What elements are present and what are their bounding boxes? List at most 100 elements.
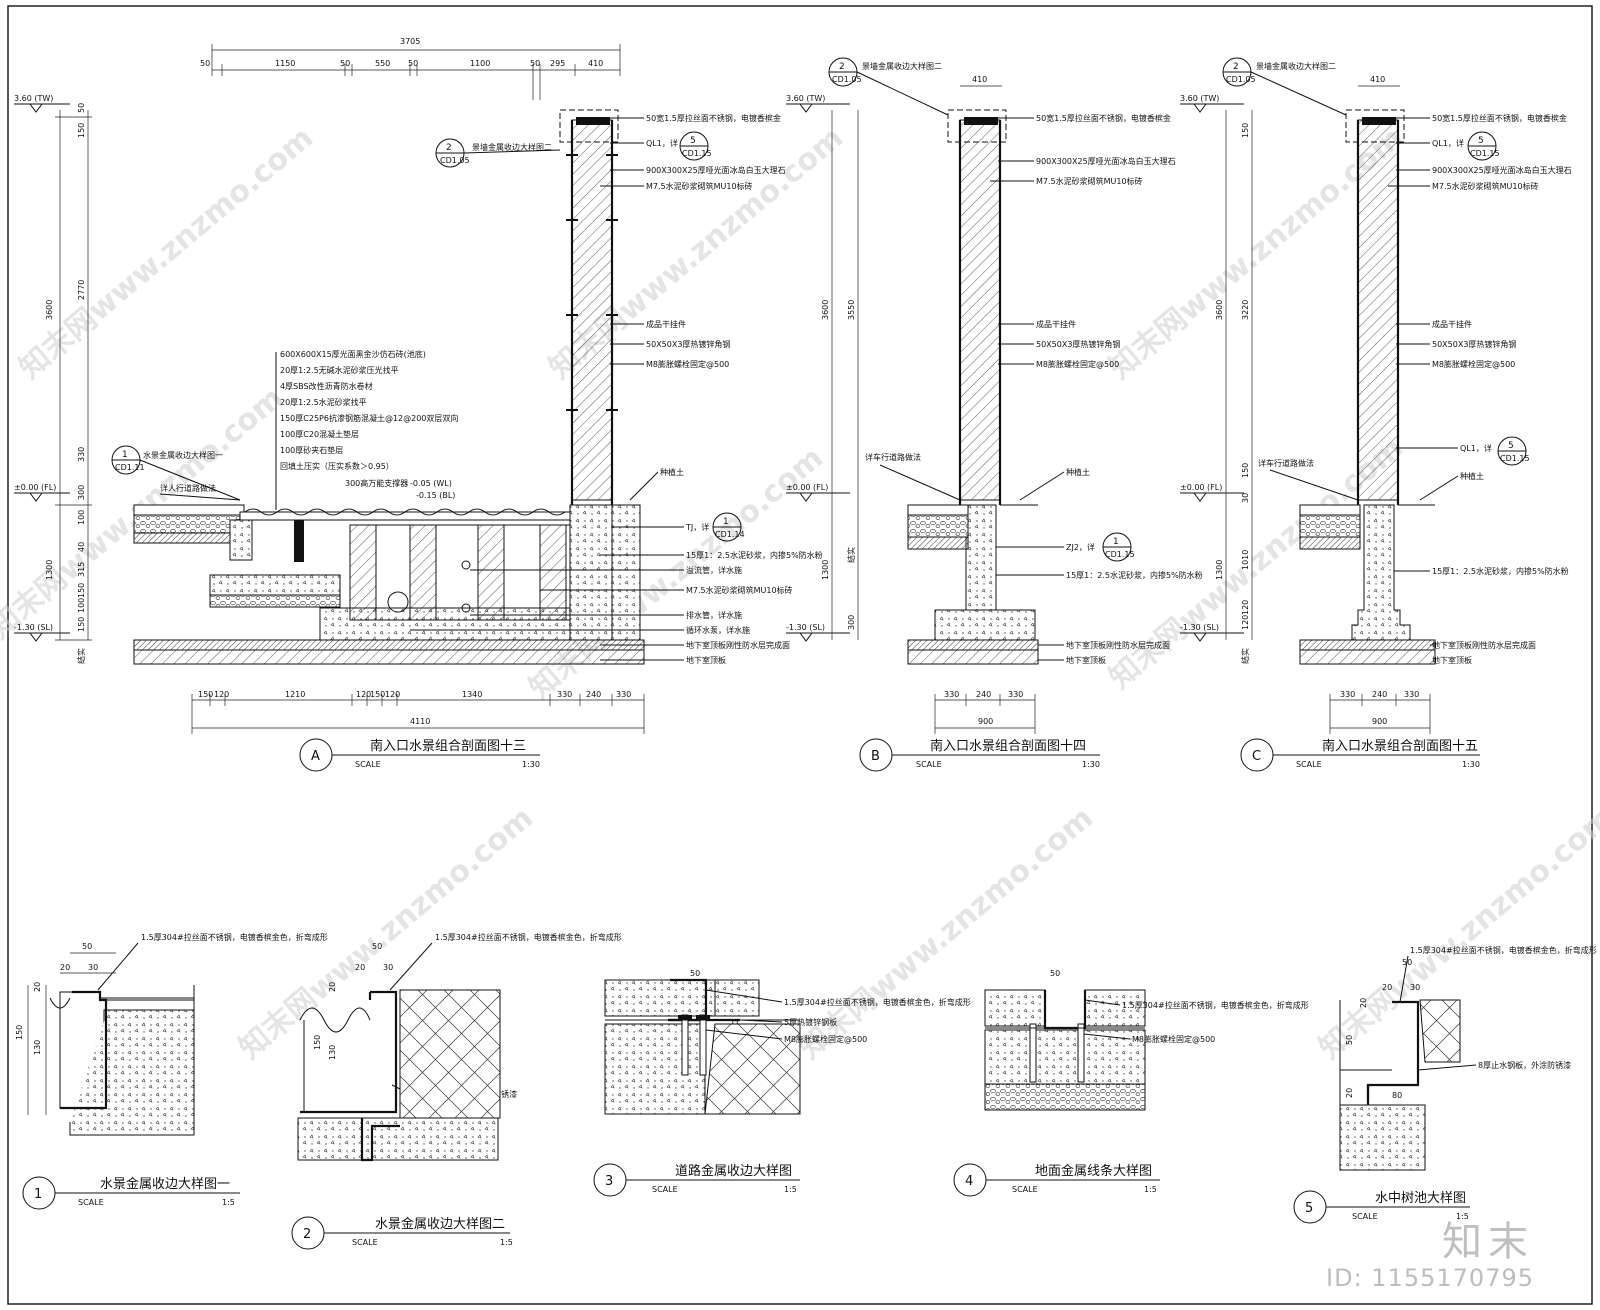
svg-text:50: 50 [1345,1035,1354,1045]
watermark: 知末网www.znzmo.com [13,120,320,386]
dim-label: 50 [77,103,86,113]
svg-text:20: 20 [355,963,365,972]
svg-text:600X600X15厚光面黑金沙仿石砖(池底): 600X600X15厚光面黑金沙仿石砖(池底) [280,349,426,359]
level-fl: ±0.00 (FL) [14,483,56,492]
svg-text:50X50X3厚热镀锌角钢: 50X50X3厚热镀锌角钢 [646,339,730,349]
dim-label: 1150 [275,59,295,68]
svg-text:50: 50 [1050,969,1060,978]
svg-text:景墙金属收边大样图二: 景墙金属收边大样图二 [472,142,552,152]
svg-text:150: 150 [15,1025,24,1040]
svg-text:1:30: 1:30 [522,760,540,769]
level-sl: -1.30 (SL) [786,623,825,632]
svg-text:CD1.05: CD1.05 [440,156,470,165]
svg-text:5厚热镀锌钢板: 5厚热镀锌钢板 [784,1017,837,1027]
dim-label: 120 [356,690,371,699]
right-notes-c: 50宽1.5厚拉丝面不锈钢，电镀香槟金 QL1，详 900X300X25厚哑光面… [1432,113,1572,665]
ref-bubble: 5 CD1.15 [1497,436,1530,466]
svg-text:100厚C20混凝土垫层: 100厚C20混凝土垫层 [280,429,359,439]
level-fl: ±0.00 (FL) [786,483,828,492]
svg-text:1: 1 [1113,537,1119,547]
svg-text:溢流管，详水施: 溢流管，详水施 [686,565,742,575]
svg-text:15厚1：2.5水泥砂浆，内掺5%防水粉: 15厚1：2.5水泥砂浆，内掺5%防水粉 [1066,570,1203,580]
dim-label: 结实 [76,648,86,664]
svg-text:80: 80 [1392,1091,1402,1100]
section-c: 410 3.60 (TW) ±0.00 (FL) -1.30 (SL) 3600… [1180,57,1572,772]
dim-label: 50 [340,59,350,68]
dim-label: 330 [1008,690,1023,699]
svg-text:20: 20 [1359,998,1368,1008]
dim-label: 1300 [1215,560,1224,580]
svg-text:30: 30 [1410,983,1420,992]
svg-text:种植土: 种植土 [1460,471,1484,481]
dim-label: 330 [557,690,572,699]
svg-text:1:30: 1:30 [1462,760,1480,769]
dim-label: 2770 [77,280,86,300]
svg-text:排水管，详水施: 排水管，详水施 [686,610,742,620]
svg-text:1:5: 1:5 [222,1198,235,1207]
svg-text:30: 30 [88,963,98,972]
svg-text:5: 5 [690,136,696,146]
road-note: 详人行道路做法 [160,483,216,493]
svg-text:M8膨胀螺栓固定@500: M8膨胀螺栓固定@500 [1132,1034,1215,1044]
dim-label: 3220 [1241,300,1250,320]
svg-text:50: 50 [690,969,700,978]
svg-text:900X300X25厚哑光面冰岛白玉大理石: 900X300X25厚哑光面冰岛白玉大理石 [1036,156,1176,166]
detail-number: 2 [303,1227,311,1242]
svg-text:QL1，详: QL1，详 [646,138,678,148]
svg-text:成品干挂件: 成品干挂件 [1432,319,1472,329]
detail-number: 3 [605,1174,613,1189]
dim-label: 40 [77,542,86,552]
section-title: 南入口水景组合剖面图十三 [370,738,526,754]
dim-label: 410 [588,59,603,68]
svg-text:地下室顶板: 地下室顶板 [686,655,726,665]
svg-text:2: 2 [446,143,452,153]
level-sl: -1.30 (SL) [14,623,53,632]
svg-text:20厚1:2.5水泥砂浆找平: 20厚1:2.5水泥砂浆找平 [280,397,367,407]
svg-text:TJ，详: TJ，详 [685,522,709,532]
detail-1: 50 20 30 20 150 130 1.5厚304#拉丝面不锈钢，电镀香槟金… [15,932,328,1210]
dim-label: 150 [77,583,86,598]
callout-box [559,109,619,143]
svg-text:成品干挂件: 成品干挂件 [646,319,686,329]
level-tw: 3.60 (TW) [1180,94,1219,103]
section-a: 3705 50 1150 50 550 50 1100 50 295 410 3… [14,37,823,772]
detail-notes: 1.5厚304#拉丝面不锈钢，电镀香槟金色，折弯成形 8厚止水钢板，外涂防锈漆 [1410,945,1597,1070]
svg-text:1.5厚304#拉丝面不锈钢，电镀香槟金色，折弯成形: 1.5厚304#拉丝面不锈钢，电镀香槟金色，折弯成形 [784,997,971,1007]
dim-label: 240 [976,690,991,699]
dim-label: 150 [1241,463,1250,478]
detail-3: 50 20 30 20 50 1.5厚304#拉丝面不锈钢，电镀香槟金色，折弯成… [593,969,971,1197]
level-tw: 3.60 (TW) [786,94,825,103]
svg-text:900X300X25厚哑光面冰岛白玉大理石: 900X300X25厚哑光面冰岛白玉大理石 [646,165,786,175]
svg-text:SCALE: SCALE [1296,760,1322,769]
dim-top-total: 3705 [400,37,420,46]
detail-title: 水景金属收边大样图一 [100,1176,230,1192]
svg-text:SCALE: SCALE [1352,1212,1378,1221]
right-notes-b: 50宽1.5厚拉丝面不锈钢，电镀香槟金 900X300X25厚哑光面冰岛白玉大理… [1036,113,1203,665]
section-letter: C [1252,749,1261,764]
section-b: 410 3.60 (TW) ±0.00 (FL) -1.30 (SL) 3600… [786,57,1203,772]
svg-text:QL1，详: QL1，详 [1460,443,1492,453]
dim-label: 295 [550,59,565,68]
dim-label: 1300 [821,560,830,580]
dim-label: 3600 [1215,300,1224,320]
svg-text:1:5: 1:5 [1144,1185,1157,1194]
section-title-b: B 南入口水景组合剖面图十四 SCALE 1:30 [859,738,1100,772]
svg-text:M7.5水泥砂浆砌筑MU10标砖: M7.5水泥砂浆砌筑MU10标砖 [1036,176,1143,186]
dim-label: 100 [77,510,86,525]
dim-label: 50 [530,59,540,68]
dim-label: 330 [1404,690,1419,699]
svg-text:CD1.15: CD1.15 [1105,550,1135,559]
callout-detail-1: 1 CD1.11 水景金属收边大样图一 [111,445,241,501]
ref-bubble: 1 CD1.14 [712,512,745,542]
detail-title: 地面金属线条大样图 [1035,1163,1152,1179]
svg-text:SCALE: SCALE [352,1238,378,1247]
dim-label: 330 [616,690,631,699]
svg-text:20厚1:2.5无碱水泥砂浆压光找平: 20厚1:2.5无碱水泥砂浆压光找平 [280,365,399,375]
svg-text:SCALE: SCALE [652,1185,678,1194]
ref-bubble: 5 CD1.15 [679,131,712,161]
section-letter: A [311,749,320,764]
dim-label: 结实 [1240,648,1250,664]
dim-label: 1340 [462,690,482,699]
svg-text:CD1.05: CD1.05 [1226,75,1256,84]
